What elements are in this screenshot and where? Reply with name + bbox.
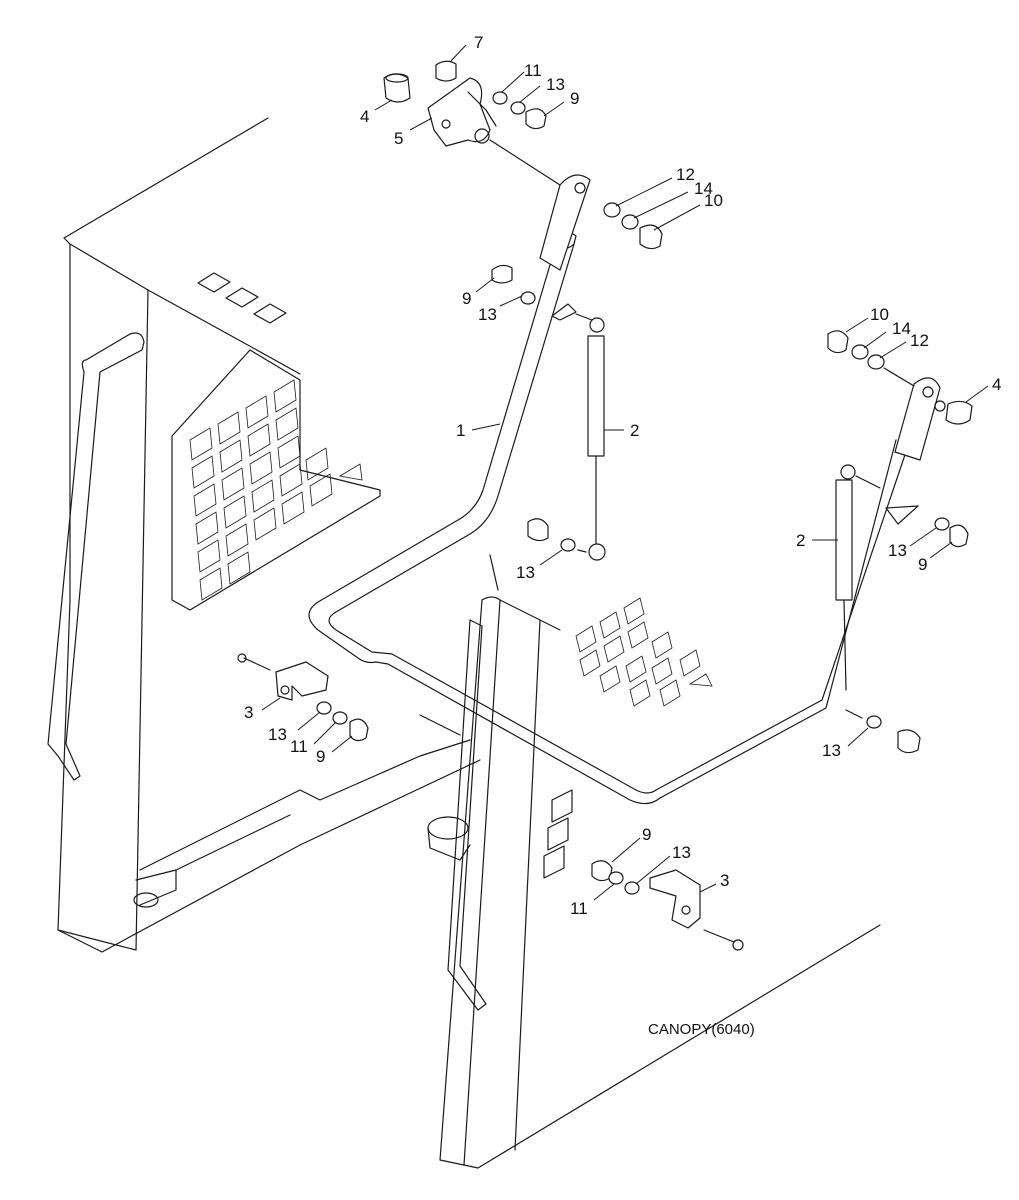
callout-7: 7 [474, 33, 483, 52]
right-canopy-panel [427, 554, 881, 1169]
callout-9: 9 [316, 747, 325, 766]
callout-9: 9 [570, 89, 579, 108]
callout-11: 11 [570, 899, 588, 918]
callout-9: 9 [642, 825, 651, 844]
callout-9: 9 [462, 289, 471, 308]
callout-10: 10 [870, 305, 889, 324]
latch-bracket-right [649, 869, 744, 951]
callout-13: 13 [478, 305, 497, 324]
diagram-caption: CANOPY(6040) [648, 1021, 755, 1038]
callout-4: 4 [992, 375, 1001, 394]
fasteners [316, 60, 973, 895]
callout-10: 10 [704, 191, 723, 210]
callout-12: 12 [676, 165, 695, 184]
callout-12: 12 [910, 331, 929, 350]
callout-3: 3 [720, 871, 729, 890]
gas-strut-left [575, 313, 606, 561]
callout-13: 13 [672, 843, 691, 862]
callout-14: 14 [892, 319, 911, 338]
callout-4: 4 [360, 107, 369, 126]
callout-14: 14 [694, 179, 713, 198]
callout-1: 1 [456, 421, 465, 440]
callout-13: 13 [546, 75, 565, 94]
callout-2: 2 [796, 531, 805, 550]
callout-3: 3 [244, 703, 253, 722]
callout-2: 2 [630, 421, 639, 440]
latch-bracket-left [237, 653, 329, 701]
callout-13: 13 [822, 741, 841, 760]
callout-5: 5 [394, 129, 403, 148]
callout-13: 13 [516, 563, 535, 582]
callout-labels: 7 11 13 9 4 5 12 14 10 9 13 1 2 13 10 14… [244, 33, 1001, 918]
main-support-bar [308, 174, 941, 805]
leader-lines [261, 44, 989, 901]
callout-13: 13 [888, 541, 907, 560]
gas-strut-right [835, 464, 881, 719]
callout-13: 13 [268, 725, 287, 744]
callout-11: 11 [524, 61, 542, 80]
callout-9: 9 [918, 555, 927, 574]
callout-11: 11 [290, 737, 308, 756]
left-canopy-panel [47, 117, 481, 953]
